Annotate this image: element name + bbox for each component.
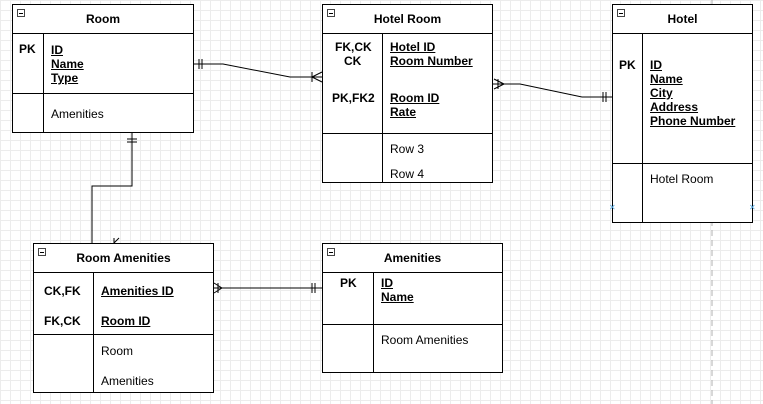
attribute-amenities: Amenities	[51, 107, 104, 121]
resize-handle-icon[interactable]: ✕	[609, 203, 616, 212]
collapse-icon[interactable]	[38, 248, 46, 256]
entity-header: Hotel	[613, 5, 752, 34]
entity-header: Hotel Room	[323, 5, 492, 34]
entity-room-amenities[interactable]: Room Amenities CK,FK FK,CK Amenities ID …	[33, 243, 214, 393]
attribute-type: Type	[51, 71, 79, 85]
entity-header: Amenities	[323, 244, 502, 273]
key-label: PK,FK2	[332, 91, 375, 105]
entity-amenities[interactable]: Amenities PK ID Name Room Amenities	[322, 243, 503, 373]
entity-hotel[interactable]: Hotel PK ID Name City Address Phone Numb…	[612, 4, 753, 223]
collapse-icon[interactable]	[327, 9, 335, 17]
resize-handle-icon[interactable]: ✕	[749, 203, 756, 212]
attribute-name: Name	[650, 72, 683, 86]
attribute-room-number: Room Number	[390, 54, 473, 68]
row-divider	[34, 334, 213, 335]
row-divider	[13, 93, 193, 94]
attribute-row-3: Row 3	[390, 142, 425, 156]
attribute-row-4: Row 4	[390, 167, 425, 181]
key-label: CK,FK	[44, 284, 81, 298]
attribute-hotel-room: Hotel Room	[650, 172, 714, 186]
column-divider	[373, 273, 374, 373]
attribute-address: Address	[650, 100, 699, 114]
row-divider	[613, 163, 752, 164]
key-label: FK,CK	[44, 314, 81, 328]
collapse-icon[interactable]	[617, 9, 625, 17]
key-label: PK	[19, 42, 36, 56]
entity-title: Room Amenities	[76, 251, 171, 265]
attribute-id: ID	[51, 43, 63, 57]
collapse-icon[interactable]	[327, 248, 335, 256]
attribute-city: City	[650, 86, 673, 100]
attribute-rate: Rate	[390, 105, 417, 119]
entity-title: Amenities	[383, 251, 442, 265]
entity-title: Hotel	[667, 12, 698, 26]
key-label: PK	[619, 58, 636, 72]
relationship-room-amenities-amenities[interactable]	[213, 282, 322, 294]
attribute-name: Name	[51, 57, 84, 71]
entity-title: Hotel Room	[373, 12, 442, 26]
attribute-room-amenities: Room Amenities	[381, 333, 469, 347]
attribute-room: Room	[101, 344, 134, 358]
column-divider	[642, 34, 643, 223]
entity-room[interactable]: Room PK ID Name Type Amenities	[12, 4, 194, 133]
entity-header: Room	[13, 5, 193, 34]
relationship-hotel-room-hotel[interactable]	[493, 78, 612, 102]
entity-hotel-room[interactable]: Hotel Room FK,CK CK PK,FK2 Hotel ID Room…	[322, 4, 493, 183]
attribute-amenities-id: Amenities ID	[101, 284, 174, 298]
relationship-room-hotel-room[interactable]	[193, 59, 323, 83]
column-divider	[43, 34, 44, 133]
column-divider	[93, 273, 94, 393]
entity-header: Room Amenities	[34, 244, 213, 273]
relationship-room-room-amenities[interactable]	[91, 133, 137, 249]
entity-title: Room	[86, 12, 120, 26]
attribute-id: ID	[650, 58, 662, 72]
attribute-name: Name	[381, 290, 414, 304]
attribute-phone-number: Phone Number	[650, 114, 736, 128]
collapse-icon[interactable]	[17, 9, 25, 17]
key-label: CK	[344, 54, 362, 68]
column-divider	[382, 34, 383, 183]
row-divider	[323, 324, 502, 325]
attribute-hotel-id: Hotel ID	[390, 40, 436, 54]
key-label: FK,CK	[335, 40, 372, 54]
attribute-amenities: Amenities	[101, 374, 154, 388]
row-divider	[323, 133, 492, 134]
attribute-id: ID	[381, 276, 393, 290]
attribute-room-id: Room ID	[101, 314, 151, 328]
key-label: PK	[340, 276, 357, 290]
attribute-room-id: Room ID	[390, 91, 440, 105]
